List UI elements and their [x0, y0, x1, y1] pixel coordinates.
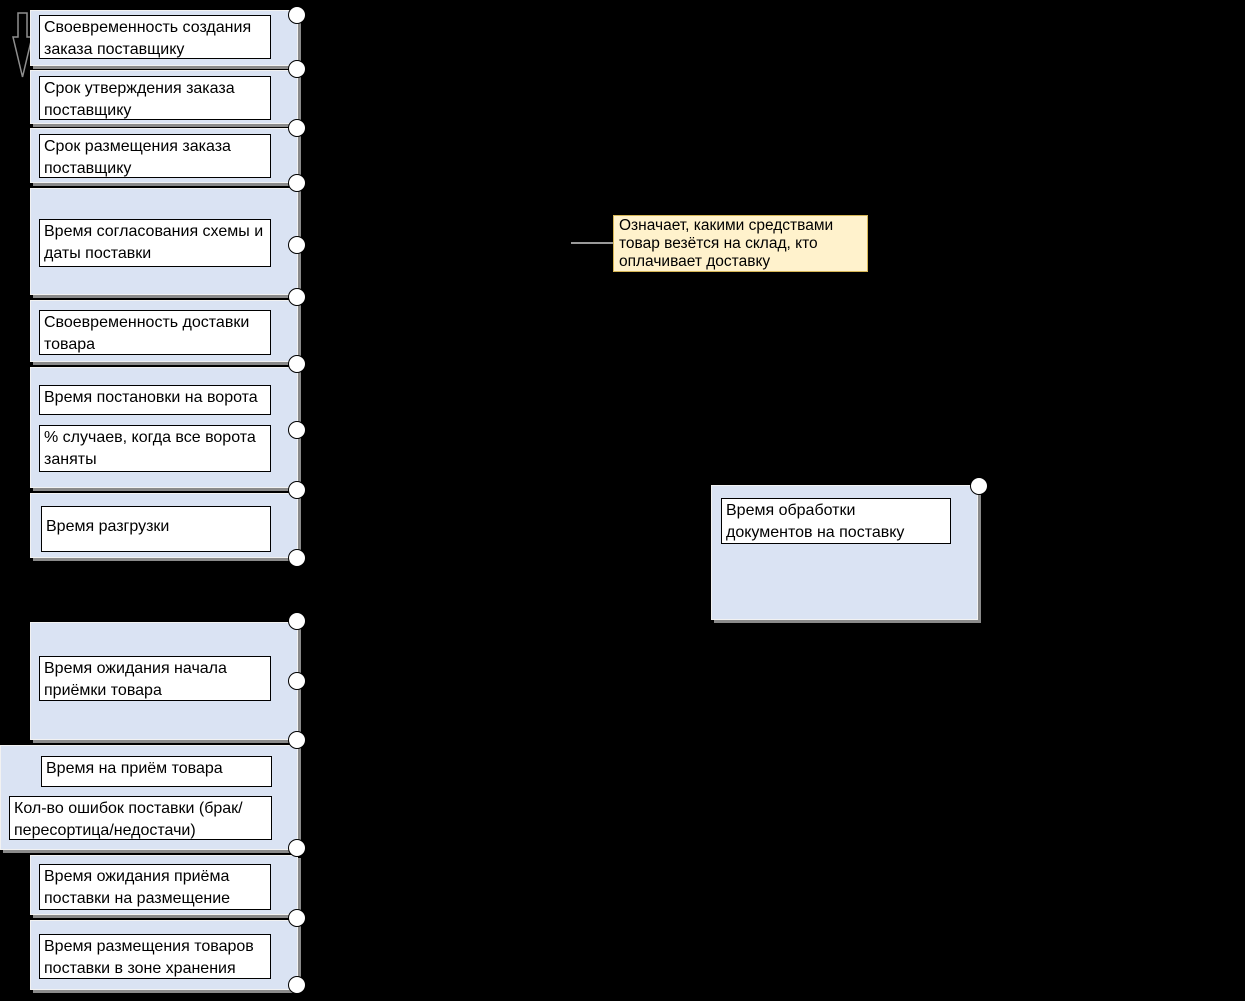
kpi-box[interactable]: Срок утверждения заказа поставщику [39, 76, 271, 120]
kpi-panel[interactable]: Время ожидания начала приёмки товара [30, 622, 298, 740]
kpi-panel[interactable]: Своевременность создания заказа поставщи… [30, 10, 298, 66]
kpi-box[interactable]: Кол-во ошибок поставки (брак/пересортица… [9, 796, 272, 840]
kpi-box[interactable]: Время постановки на ворота [39, 385, 271, 415]
kpi-panel[interactable]: Время ожидания приёма поставки на размещ… [30, 855, 298, 915]
kpi-panel[interactable]: Время постановки на ворота % случаев, ко… [30, 367, 298, 488]
down-arrow-icon[interactable] [12, 11, 34, 79]
connection-point[interactable] [288, 355, 306, 373]
connection-point[interactable] [288, 119, 306, 137]
kpi-box[interactable]: Своевременность создания заказа поставщи… [39, 15, 271, 59]
kpi-box[interactable]: % случаев, когда все ворота заняты [39, 425, 271, 472]
kpi-panel[interactable]: Срок утверждения заказа поставщику [30, 70, 298, 124]
kpi-label: Своевременность создания заказа поставщи… [44, 19, 252, 58]
kpi-label: % случаев, когда все ворота заняты [44, 429, 256, 468]
kpi-label: Время ожидания начала приёмки товара [44, 660, 227, 699]
connection-point[interactable] [288, 839, 306, 857]
kpi-label: Время ожидания приёма поставки на размещ… [44, 868, 231, 907]
kpi-label: Время обработки документов на поставку [726, 502, 905, 541]
annotation-text: Означает, какими средствами товар везётс… [619, 217, 834, 270]
kpi-label: Время размещения товаров поставки в зоне… [44, 938, 254, 977]
connection-point[interactable] [288, 421, 306, 439]
kpi-panel[interactable]: Время на приём товара Кол-во ошибок пост… [0, 745, 298, 850]
kpi-box[interactable]: Время согласования схемы и даты поставки [39, 219, 271, 267]
kpi-box[interactable]: Время ожидания приёма поставки на размещ… [39, 864, 271, 910]
connection-point[interactable] [288, 731, 306, 749]
kpi-panel[interactable]: Своевременность доставки товара [30, 300, 298, 362]
connection-point[interactable] [288, 976, 306, 994]
kpi-panel[interactable]: Время согласования схемы и даты поставки [30, 188, 298, 295]
kpi-box[interactable]: Время обработки документов на поставку [721, 498, 951, 544]
kpi-label: Время на приём товара [46, 760, 223, 777]
kpi-label: Время согласования схемы и даты поставки [44, 223, 264, 262]
connection-point[interactable] [288, 672, 306, 690]
annotation-note[interactable]: Означает, какими средствами товар везётс… [613, 215, 868, 272]
connection-point[interactable] [288, 612, 306, 630]
kpi-box[interactable]: Время размещения товаров поставки в зоне… [39, 934, 271, 979]
kpi-box[interactable]: Время разгрузки [41, 506, 271, 552]
connection-point[interactable] [288, 549, 306, 567]
connection-point[interactable] [288, 909, 306, 927]
connection-point[interactable] [288, 236, 306, 254]
kpi-box[interactable]: Срок размещения заказа поставщику [39, 134, 271, 178]
kpi-panel[interactable]: Время разгрузки [30, 493, 298, 558]
kpi-box[interactable]: Своевременность доставки товара [39, 310, 271, 355]
kpi-panel[interactable]: Время размещения товаров поставки в зоне… [30, 920, 298, 990]
kpi-label: Кол-во ошибок поставки (брак/пересортица… [14, 800, 243, 839]
kpi-label: Срок утверждения заказа поставщику [44, 80, 235, 119]
kpi-panel[interactable]: Срок размещения заказа поставщику [30, 128, 298, 183]
connection-point[interactable] [288, 288, 306, 306]
connection-point[interactable] [288, 60, 306, 78]
kpi-box[interactable]: Время на приём товара [41, 756, 272, 787]
connection-point[interactable] [970, 477, 988, 495]
kpi-label: Своевременность доставки товара [44, 314, 250, 353]
connection-point[interactable] [288, 481, 306, 499]
kpi-label: Время разгрузки [46, 518, 170, 535]
kpi-label: Срок размещения заказа поставщику [44, 138, 231, 177]
connection-point[interactable] [288, 6, 306, 24]
documents-processing-panel[interactable]: Время обработки документов на поставку [711, 485, 978, 620]
kpi-label: Время постановки на ворота [44, 389, 258, 406]
note-connector-line[interactable] [571, 242, 613, 244]
connection-point[interactable] [288, 174, 306, 192]
kpi-box[interactable]: Время ожидания начала приёмки товара [39, 656, 271, 701]
